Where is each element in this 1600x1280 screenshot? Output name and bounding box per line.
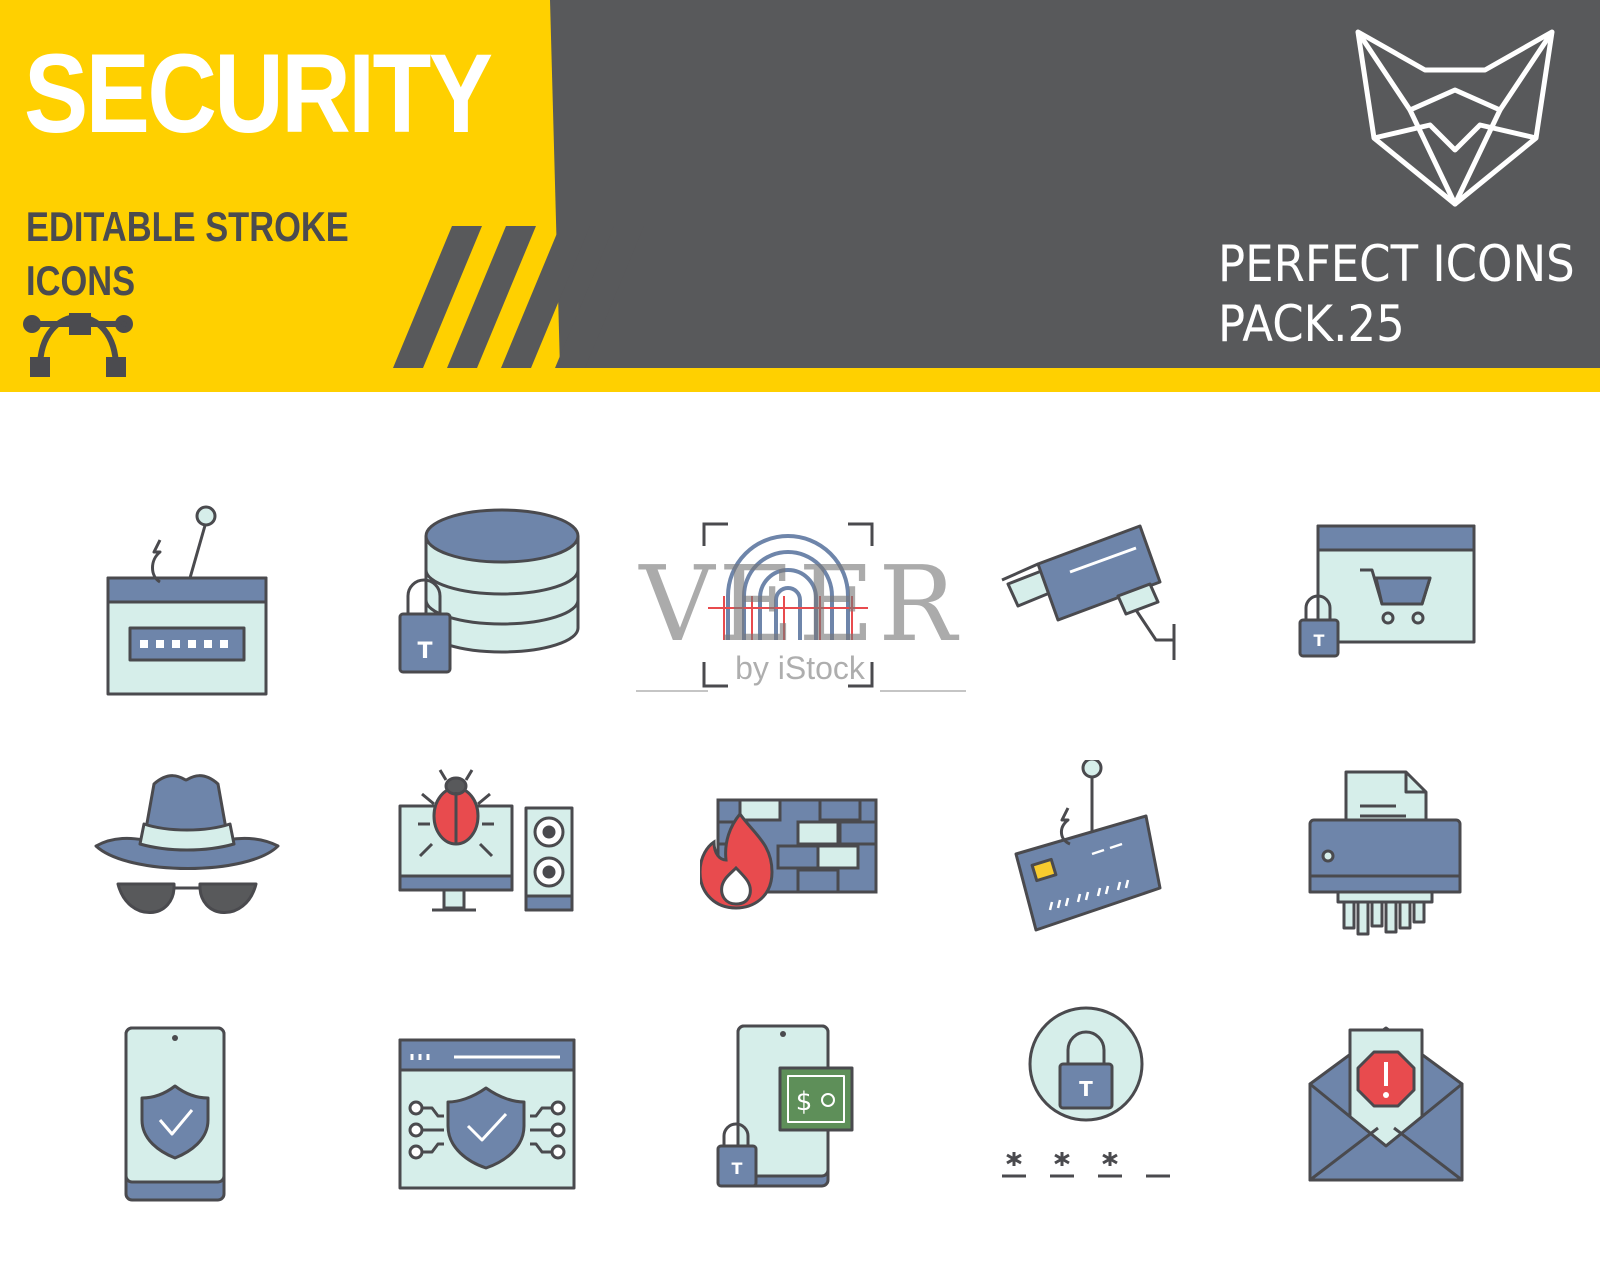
web-shield-icon — [398, 1038, 576, 1190]
subtitle-line-1: EDITABLE STROKE — [26, 203, 349, 250]
database-lock-icon: T — [398, 508, 580, 674]
computer-bug-icon — [398, 769, 574, 912]
firewall-icon — [700, 798, 878, 910]
paper-shredder-icon — [1308, 770, 1462, 936]
brand-text: PERFECT ICONS PACK.25 — [1218, 234, 1575, 354]
fox-logo-icon — [1355, 29, 1555, 207]
banner-title: SECURITY — [24, 31, 493, 156]
phishing-password-icon — [106, 505, 268, 696]
email-alert-icon — [1308, 1026, 1464, 1182]
mobile-money-lock-icon: $ T — [716, 1024, 854, 1188]
spy-hat-glasses-icon — [94, 774, 280, 914]
svg-text:T: T — [1314, 631, 1325, 650]
mobile-shield-icon — [124, 1026, 226, 1202]
fingerprint-scan-icon — [702, 522, 874, 688]
banner-background — [0, 0, 1600, 392]
password-lock-icon: T — [1002, 1006, 1170, 1178]
phishing-credit-card-icon — [1014, 760, 1162, 932]
brand-line-1: PERFECT ICONS — [1218, 235, 1575, 293]
cctv-camera-icon — [1001, 524, 1176, 660]
shop-lock-icon: T — [1298, 524, 1476, 658]
svg-text:$: $ — [796, 1087, 813, 1117]
header-banner: SECURITY EDITABLE STROKE ICONS PERFECT I… — [0, 0, 1600, 392]
banner-subtitle: EDITABLE STROKE ICONS — [26, 200, 349, 308]
bezier-curve-icon — [23, 313, 133, 377]
watermark-rule-right — [880, 690, 966, 692]
watermark-rule-left — [636, 690, 708, 692]
svg-text:T: T — [1079, 1077, 1093, 1101]
svg-text:T: T — [417, 639, 432, 664]
subtitle-line-2: ICONS — [26, 257, 136, 304]
svg-text:T: T — [732, 1159, 743, 1178]
brand-line-2: PACK.25 — [1218, 295, 1405, 353]
